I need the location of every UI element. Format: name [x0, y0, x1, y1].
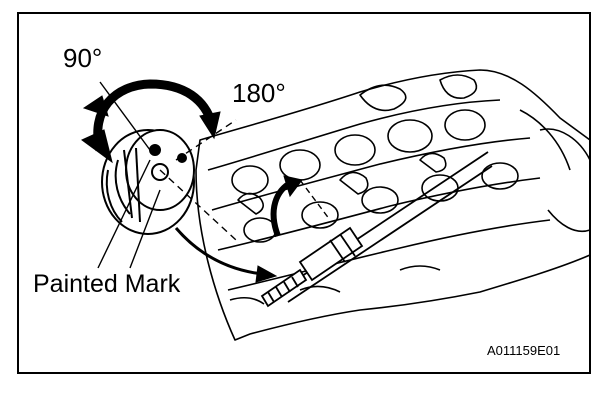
reference-lines [99, 81, 331, 241]
rotation-arrows [81, 79, 303, 283]
painted-mark-dot-top [149, 144, 161, 156]
camshaft-sprocket [101, 129, 195, 235]
angle-90-label: 90° [63, 43, 103, 73]
figure-code: A011159E01 [487, 343, 561, 358]
camshaft-rod [260, 151, 493, 308]
cylinder-head [195, 69, 591, 341]
angle-180-label: 180° [232, 78, 286, 108]
painted-mark-leaders [97, 159, 161, 269]
painted-mark-label: Painted Mark [33, 270, 181, 298]
right-edge-part [539, 128, 591, 232]
